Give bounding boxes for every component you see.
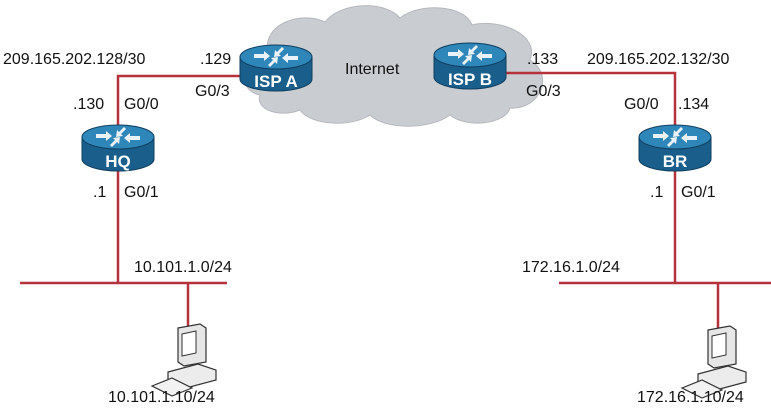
network-label: 209.165.202.128/30 xyxy=(3,51,146,68)
link-hq-isp-a xyxy=(116,74,245,130)
interface-label: G0/0 xyxy=(624,96,659,113)
host-ip-label: 10.101.1.10/24 xyxy=(108,389,215,406)
cloud-label: Internet xyxy=(345,61,400,78)
wan-links xyxy=(20,71,771,330)
ip-label: .1 xyxy=(650,184,664,201)
internet-cloud xyxy=(243,5,543,127)
router-isp-b-label: ISP B xyxy=(447,70,493,89)
router-br-label: BR xyxy=(662,152,688,171)
router-isp-a-label: ISP A xyxy=(254,72,298,91)
ip-label: .130 xyxy=(73,96,105,113)
interface-label: G0/1 xyxy=(124,184,159,201)
interface-label: G0/1 xyxy=(681,184,716,201)
ip-label: .134 xyxy=(678,96,710,113)
ip-label: .133 xyxy=(527,51,559,68)
interface-label: G0/3 xyxy=(526,83,561,100)
ip-label: .129 xyxy=(200,51,232,68)
pc-br-icon[interactable] xyxy=(681,325,747,399)
network-label: 209.165.202.132/30 xyxy=(587,51,730,68)
network-label: 10.101.1.0/24 xyxy=(134,259,232,276)
link-isp-b-br xyxy=(505,71,677,130)
ip-label: .1 xyxy=(93,184,107,201)
pc-hq-icon[interactable] xyxy=(151,323,217,397)
interface-label: G0/0 xyxy=(124,96,159,113)
host-ip-label: 172.16.1.10/24 xyxy=(637,389,744,406)
router-hq-label: HQ xyxy=(105,152,131,171)
interface-label: G0/3 xyxy=(195,83,230,100)
network-label: 172.16.1.0/24 xyxy=(522,259,620,276)
